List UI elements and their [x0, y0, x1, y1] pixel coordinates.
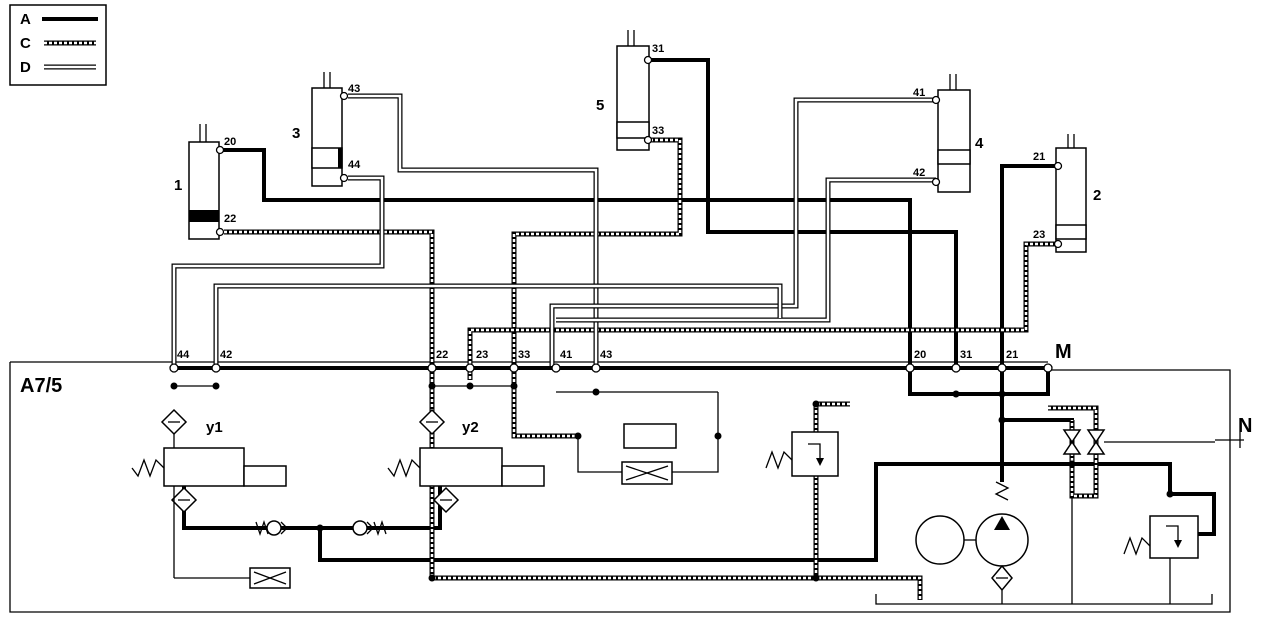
cylinder-4-label: 4: [975, 135, 984, 152]
lines-d: [171, 93, 936, 368]
legend-key-a: A: [20, 11, 31, 28]
tank-return: [875, 496, 1213, 605]
port-circles: [169, 55, 1063, 373]
manifold-port-33: 33: [518, 349, 530, 361]
manifold-port-43: 43: [600, 349, 612, 361]
unit-enclosure: A7/5 M N: [9, 341, 1252, 613]
manifold-bus: [172, 366, 1050, 436]
legend: A C D: [9, 4, 107, 86]
cylinder-4-port-b: 42: [913, 167, 925, 179]
valve-y1: y1: [131, 408, 287, 579]
legend-key-c: C: [20, 35, 31, 52]
manifold-port-21: 21: [1006, 349, 1018, 361]
manifold-ports: 44 42 22 23 33 41 43 20 31 21: [177, 349, 1018, 361]
check-valves: [255, 423, 677, 537]
pressure-valve-right: [1123, 515, 1199, 604]
marker-m: M: [1055, 341, 1072, 363]
cylinder-1-port-b: 22: [224, 213, 236, 225]
pressure-valve-left: [765, 431, 839, 477]
cylinder-4-port-a: 41: [913, 87, 925, 99]
cylinder-3-port-b: 44: [348, 159, 361, 171]
shutoff-valves: [1062, 429, 1215, 455]
manifold-port-23: 23: [476, 349, 488, 361]
cylinder-5-port-b: 33: [652, 125, 664, 137]
manifold-port-20: 20: [914, 349, 926, 361]
cylinder-5-port-a: 31: [652, 43, 664, 55]
valve-y2-label: y2: [462, 419, 479, 436]
pump: [975, 481, 1029, 604]
cylinder-2-port-a: 21: [1033, 151, 1045, 163]
valve-y1-label: y1: [206, 419, 223, 436]
cylinder-5-label: 5: [596, 97, 604, 114]
cylinder-3-port-a: 43: [348, 83, 360, 95]
cylinder-2: 2 21 23: [1033, 134, 1101, 253]
marker-n: N: [1238, 415, 1252, 437]
cylinder-1-label: 1: [174, 177, 182, 194]
cylinder-1-port-a: 20: [224, 136, 236, 148]
cylinder-4: 4 41 42: [913, 74, 984, 193]
manifold-port-42: 42: [220, 349, 232, 361]
manifold-port-41: 41: [560, 349, 572, 361]
manifold-port-44: 44: [177, 349, 190, 361]
lines-a: [182, 58, 1216, 562]
orifices: [249, 436, 719, 589]
cylinder-1: 1 20 22: [174, 124, 236, 240]
cylinder-3: 3 43 44: [292, 72, 361, 187]
cylinder-3-label: 3: [292, 125, 300, 142]
cylinder-5: 5 31 33: [596, 30, 664, 151]
cylinder-2-label: 2: [1093, 187, 1101, 204]
manifold-port-31: 31: [960, 349, 972, 361]
unit-label: A7/5: [20, 375, 62, 397]
motor: [915, 515, 976, 565]
cylinder-2-port-b: 23: [1033, 229, 1045, 241]
valve-y2: y2: [387, 408, 545, 514]
manifold-port-22: 22: [436, 349, 448, 361]
junction-dots: [170, 382, 1174, 582]
legend-key-d: D: [20, 59, 31, 76]
